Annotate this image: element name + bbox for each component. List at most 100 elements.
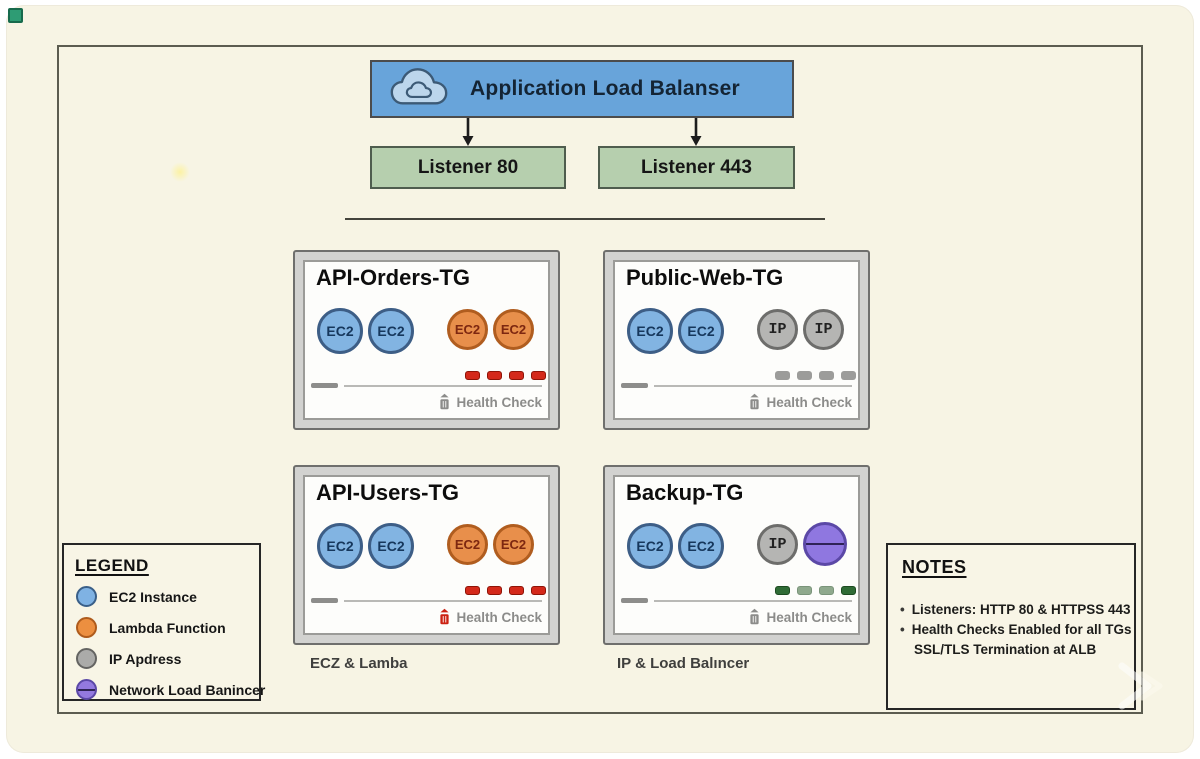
note-line: • Listeners: HTTP 80 & HTTPSS 443 <box>900 600 1134 620</box>
target-group-title: API-Users-TG <box>316 480 460 505</box>
target-group-title: Backup-TG <box>626 480 744 505</box>
progress-bar-start <box>621 598 648 603</box>
instance-label: EC2 <box>326 538 354 554</box>
legend-title: LEGEND <box>75 556 149 575</box>
lambda-function-swatch-icon <box>76 617 97 638</box>
listener-443-label: Listener 443 <box>641 156 752 178</box>
trash-icon <box>750 608 760 625</box>
listener-80-box: Listener 80 <box>370 146 566 189</box>
health-check-label: Health Check <box>766 610 852 625</box>
listener-80-label: Listener 80 <box>417 156 519 178</box>
instance-label: EC2 <box>500 322 527 337</box>
health-check-label: Health Check <box>456 395 542 410</box>
instance-label: IP <box>814 321 833 338</box>
ec2-instance-icon: EC2 <box>678 523 724 569</box>
health-check: Health Check <box>439 608 542 625</box>
listener-443-box: Listener 443 <box>598 146 795 189</box>
note-text: Listeners: HTTP 80 & HTTPSS 443 <box>911 602 1131 617</box>
instance-label: EC2 <box>454 537 481 552</box>
instance-label: EC2 <box>454 322 481 337</box>
ip-address-icon: IP <box>757 524 798 565</box>
listener-targetgroup-separator-line <box>345 218 825 220</box>
ec2-instance-icon: EC2 <box>678 308 724 354</box>
status-dashes <box>465 586 546 595</box>
instance-label: EC2 <box>500 537 527 552</box>
bullet-glyph: • <box>900 622 905 637</box>
yellow-dot-artifact <box>170 162 190 182</box>
legend-panel: LEGEND EC2 Instance Lambda Function IP A… <box>62 543 265 701</box>
legend-item-label: Lambda Function <box>109 619 226 636</box>
ip-address-icon: IP <box>803 309 844 350</box>
ec2-instance-icon: EC2 <box>627 308 673 354</box>
sublabel-ec2-lambda: ECZ & Lamba <box>310 655 408 672</box>
notes-panel: NOTES • Listeners: HTTP 80 & HTTPSS 443 … <box>886 543 1136 710</box>
note-text: Health Checks Enabled for all TGs <box>911 622 1132 637</box>
instance-label: IP <box>768 536 787 553</box>
ec2-instance-icon: EC2 <box>368 308 414 354</box>
nlb-line <box>78 688 95 691</box>
progress-bar-start <box>311 383 338 388</box>
target-group-title: API-Orders-TG <box>316 265 471 290</box>
lambda-function-icon: EC2 <box>493 524 534 565</box>
legend-item-label: EC2 Instance <box>109 588 197 605</box>
progress-bar-start <box>311 598 338 603</box>
health-check-label: Health Check <box>766 395 852 410</box>
ec2-instance-icon: EC2 <box>627 523 673 569</box>
note-line: • Health Checks Enabled for all TGs <box>900 620 1134 640</box>
network-load-balancer-icon <box>803 522 847 566</box>
health-check: Health Check <box>749 608 852 625</box>
target-group-api-users: API-Users-TG EC2 EC2 EC2 EC2 Health Chec… <box>293 465 560 645</box>
legend-item-network-load-balancer: Network Load Banincer <box>76 679 265 700</box>
status-dashes <box>775 586 856 595</box>
health-check-label: Health Check <box>456 610 542 625</box>
progress-bar-line <box>654 600 852 602</box>
legend-item-ip-address: IP Apdress <box>76 648 259 669</box>
nlb-line <box>806 542 844 546</box>
ec2-instance-swatch-icon <box>76 586 97 607</box>
trash-icon <box>440 393 450 410</box>
ip-address-icon: IP <box>757 309 798 350</box>
legend-item-ec2-instance: EC2 Instance <box>76 586 259 607</box>
target-group-public-web: Public-Web-TG EC2 EC2 IP IP Health Check <box>603 250 870 430</box>
status-dashes <box>465 371 546 380</box>
instance-label: EC2 <box>636 323 664 339</box>
target-group-title: Public-Web-TG <box>626 265 784 290</box>
lambda-function-icon: EC2 <box>447 309 488 350</box>
note-line: SSL/TLS Termination at ALB <box>914 640 1134 660</box>
instance-label: EC2 <box>636 538 664 554</box>
instance-label: EC2 <box>326 323 354 339</box>
alb-title: Application Load Balanser <box>470 77 740 100</box>
ec2-instance-icon: EC2 <box>368 523 414 569</box>
target-group-backup: Backup-TG EC2 EC2 IP Health Check <box>603 465 870 645</box>
diagram-inner-border <box>57 45 1143 714</box>
health-check: Health Check <box>439 393 542 410</box>
instance-label: EC2 <box>687 323 715 339</box>
progress-bar-start <box>621 383 648 388</box>
cloud-icon <box>390 67 448 112</box>
health-check: Health Check <box>749 393 852 410</box>
watermark-chevron-icon <box>1118 662 1163 710</box>
progress-bar-line <box>654 385 852 387</box>
instance-label: EC2 <box>377 538 405 554</box>
legend-item-lambda-function: Lambda Function <box>76 617 259 638</box>
corner-marker <box>8 8 23 23</box>
ec2-instance-icon: EC2 <box>317 308 363 354</box>
progress-bar-line <box>344 385 542 387</box>
instance-label: EC2 <box>377 323 405 339</box>
alb-to-listener-arrows <box>462 118 702 146</box>
bullet-glyph: • <box>900 602 905 617</box>
notes-body: • Listeners: HTTP 80 & HTTPSS 443 • Heal… <box>900 600 1134 660</box>
ip-address-swatch-icon <box>76 648 97 669</box>
ec2-instance-icon: EC2 <box>317 523 363 569</box>
status-dashes <box>775 371 856 380</box>
lambda-function-icon: EC2 <box>493 309 534 350</box>
note-text: SSL/TLS Termination at ALB <box>914 642 1097 657</box>
alb-box: Application Load Balanser <box>370 60 794 118</box>
instance-label: IP <box>768 321 787 338</box>
trash-icon <box>750 393 760 410</box>
target-group-api-orders: API-Orders-TG EC2 EC2 EC2 EC2 Health Che… <box>293 250 560 430</box>
notes-title: NOTES <box>902 557 967 577</box>
legend-item-label: IP Apdress <box>109 650 182 667</box>
instance-label: EC2 <box>687 538 715 554</box>
